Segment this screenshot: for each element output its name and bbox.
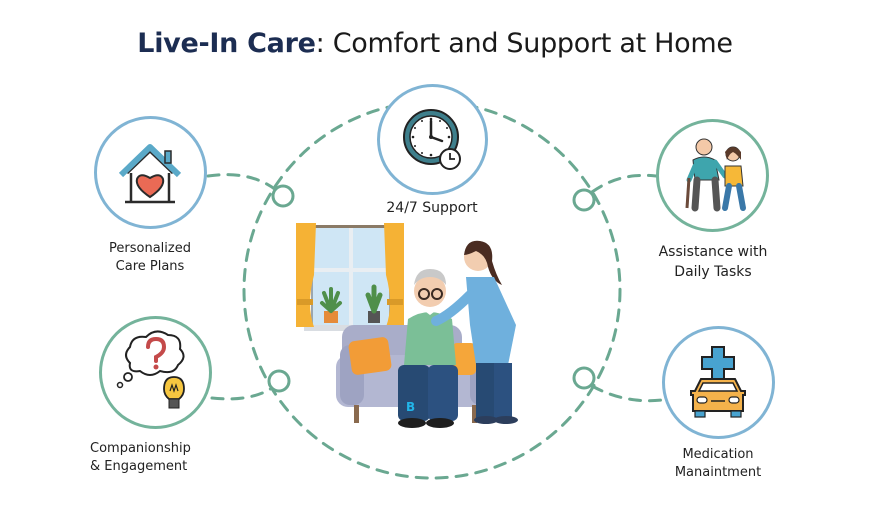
feature-circle-assistance	[656, 119, 769, 232]
node-top-left	[271, 184, 295, 208]
feature-circle-companionship	[99, 316, 212, 429]
feature-circle-medication	[662, 326, 775, 439]
node-bottom-left	[267, 369, 291, 393]
page-title: Live-In Care: Comfort and Support at Hom…	[0, 28, 870, 59]
connector-companionship	[210, 386, 274, 401]
feature-label-companionship: Companionship & Engagement	[90, 441, 191, 474]
node-bottom-right	[572, 366, 596, 390]
thought-bubble-lightbulb-icon	[116, 330, 185, 409]
node-top-right	[572, 188, 596, 212]
feature-circle-personalized	[94, 116, 207, 229]
feature-label-medication: Medication Manaintment	[674, 447, 762, 480]
feature-label-personalized: Personalized Care Plans	[109, 241, 191, 274]
caregiver-illustration: B	[296, 223, 518, 428]
connector-assistance	[590, 173, 658, 194]
title-highlight: Live-In Care	[137, 28, 316, 59]
medical-car-icon	[690, 346, 746, 418]
svg-text:B: B	[406, 400, 415, 414]
elderly-walking-assist-icon	[685, 138, 746, 212]
title-rest: : Comfort and Support at Home	[315, 28, 733, 59]
feature-label-assistance: Assistance with Daily Tasks	[658, 244, 768, 280]
feature-label-support: 24/7 Support	[386, 200, 478, 216]
house-heart-icon	[118, 144, 182, 204]
feature-circle-support	[377, 84, 488, 195]
connector-medication	[590, 384, 664, 403]
connector-personalized	[206, 173, 278, 192]
clock-icon	[403, 109, 461, 170]
